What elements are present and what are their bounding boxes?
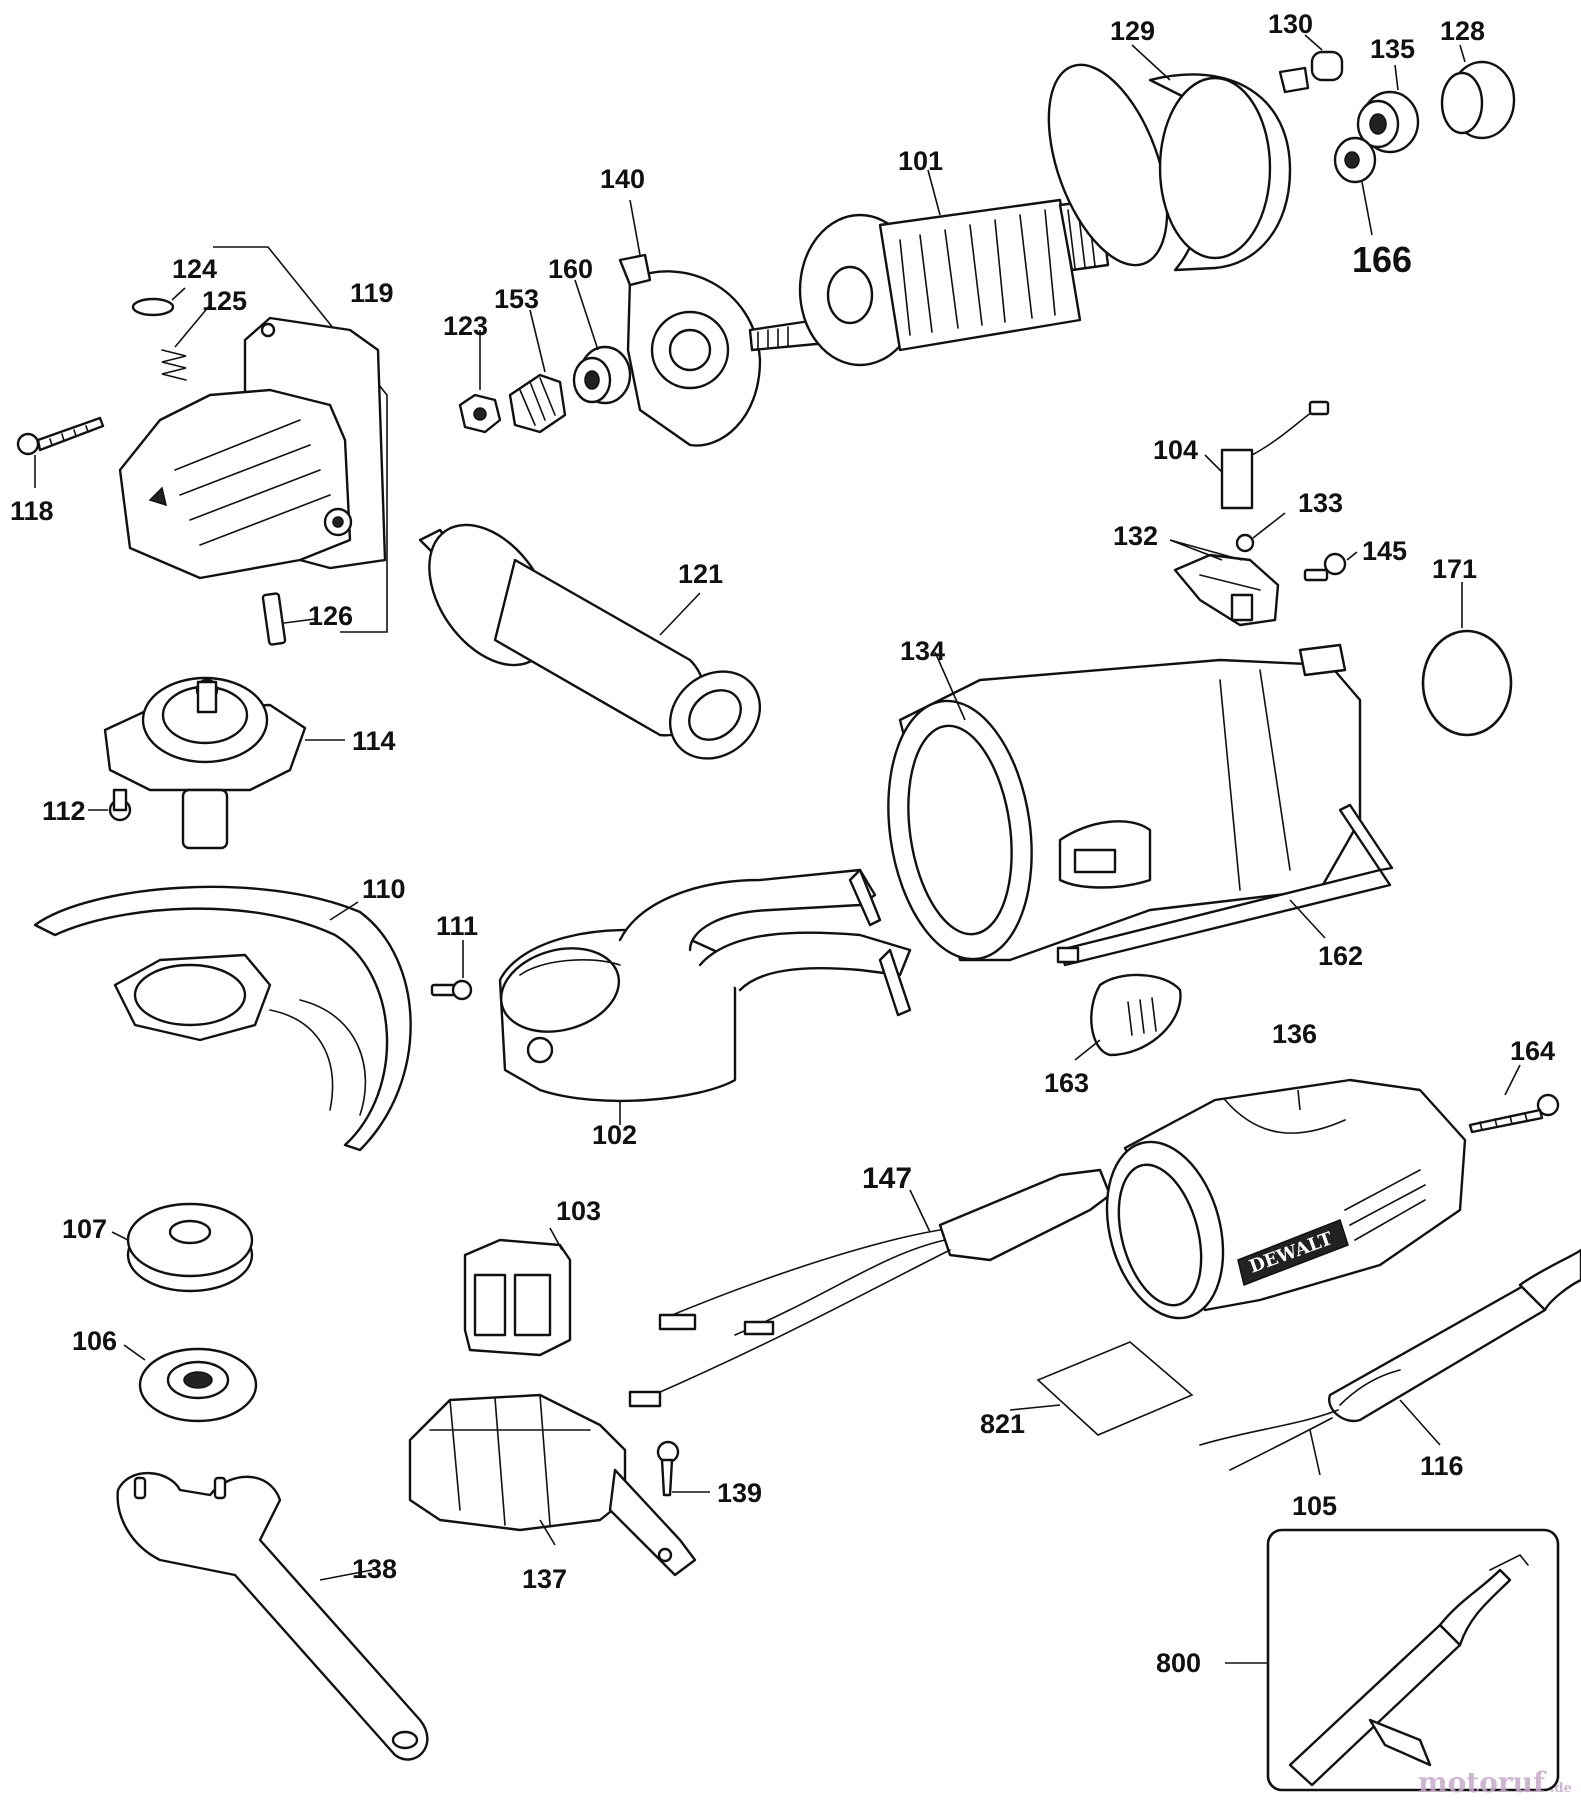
part-129-fan-housing — [1047, 44, 1310, 272]
part-102-field-coil — [498, 868, 912, 1125]
callout-125: 125 — [202, 286, 247, 316]
callout-136: 136 — [1272, 1019, 1317, 1049]
callout-126: 126 — [308, 601, 353, 631]
callout-132: 132 — [1113, 521, 1158, 551]
part-160-bearing — [572, 279, 632, 405]
part-136-rear-housing: DEWALT — [1105, 1078, 1467, 1320]
part-121-side-handle — [418, 523, 762, 760]
callout-116: 116 — [1420, 1451, 1464, 1481]
part-135-bearing — [1356, 64, 1420, 154]
part-140-baffle — [618, 199, 762, 447]
callout-101: 101 — [898, 146, 943, 176]
part-119-gear-case — [118, 246, 388, 633]
part-123-nut — [458, 330, 502, 434]
part-107-outer-flange — [111, 1202, 254, 1293]
part-124-cap — [131, 287, 186, 317]
part-126-pin — [261, 592, 316, 646]
callout-171: 171 — [1432, 554, 1477, 584]
part-137-switch-housing — [408, 1393, 697, 1577]
callout-162: 162 — [1318, 941, 1363, 971]
callout-112: 112 — [42, 796, 86, 826]
callout-166: 166 — [1352, 239, 1412, 280]
part-105-cable-ends — [1199, 1409, 1339, 1476]
part-153-pinion — [508, 309, 567, 434]
part-110-wheel-guard — [33, 885, 412, 1152]
part-118-screw — [16, 416, 105, 488]
callout-153: 153 — [494, 284, 539, 314]
callout-104: 104 — [1153, 435, 1198, 465]
callout-105: 105 — [1292, 1491, 1337, 1521]
callout-123: 123 — [443, 311, 488, 341]
part-128-ring — [1440, 44, 1516, 140]
part-130-plug — [1304, 34, 1344, 82]
part-147-wiring — [628, 1168, 1112, 1408]
part-163-slider-button — [1074, 973, 1182, 1061]
part-171-o-ring — [1421, 582, 1513, 737]
callout-106: 106 — [72, 1326, 117, 1356]
callout-145: 145 — [1362, 536, 1407, 566]
callout-130: 130 — [1268, 9, 1313, 39]
part-138-spanner — [116, 1471, 429, 1761]
callout-labels: 101 102 103 104 105 106 107 110 111 112 … — [10, 9, 1555, 1678]
callout-134: 134 — [900, 636, 945, 666]
callout-110: 110 — [362, 874, 406, 904]
part-132-brush-holder — [1169, 539, 1280, 627]
watermark-suffix: .de — [1550, 1781, 1572, 1796]
watermark: motoruf .de — [1418, 1766, 1572, 1799]
callout-114: 114 — [352, 726, 396, 756]
callout-103: 103 — [556, 1196, 601, 1226]
part-166-washer — [1333, 136, 1377, 236]
part-139-screw — [656, 1440, 710, 1497]
part-111-screw — [430, 940, 473, 1001]
watermark-main: motoruf — [1418, 1766, 1547, 1799]
part-821-label — [1009, 1341, 1194, 1436]
callout-800: 800 — [1156, 1648, 1201, 1678]
callout-121: 121 — [678, 559, 723, 589]
part-103-switch — [463, 1227, 572, 1357]
callout-129: 129 — [1110, 16, 1155, 46]
callout-160: 160 — [548, 254, 593, 284]
part-104-brush — [1204, 400, 1330, 510]
part-800-inset-box — [1225, 1528, 1560, 1792]
callout-139: 139 — [717, 1478, 762, 1508]
part-125-spring — [161, 304, 211, 381]
callout-133: 133 — [1298, 488, 1343, 518]
part-106-inner-flange — [123, 1344, 258, 1423]
callout-135: 135 — [1370, 34, 1415, 64]
callout-111: 111 — [436, 911, 478, 941]
callout-107: 107 — [62, 1214, 107, 1244]
part-145-screw — [1303, 551, 1358, 582]
callout-163: 163 — [1044, 1068, 1089, 1098]
callout-164: 164 — [1510, 1036, 1555, 1066]
callout-137: 137 — [522, 1564, 567, 1594]
part-133-clip — [1235, 512, 1286, 553]
part-114-bearing-plate — [103, 676, 345, 850]
callout-138: 138 — [352, 1554, 397, 1584]
callout-147: 147 — [862, 1162, 912, 1195]
part-164-screw — [1468, 1064, 1560, 1134]
part-162-switch-rod — [1056, 803, 1394, 967]
part-134-motor-housing — [887, 643, 1362, 962]
callout-118: 118 — [10, 496, 54, 526]
callout-124: 124 — [172, 254, 217, 284]
callout-140: 140 — [600, 164, 645, 194]
part-116-cord-guard — [1328, 1248, 1581, 1446]
callout-102: 102 — [592, 1120, 637, 1150]
callout-119: 119 — [350, 278, 394, 308]
callout-821: 821 — [980, 1409, 1025, 1439]
callout-128: 128 — [1440, 16, 1485, 46]
part-112-screw — [88, 788, 132, 822]
